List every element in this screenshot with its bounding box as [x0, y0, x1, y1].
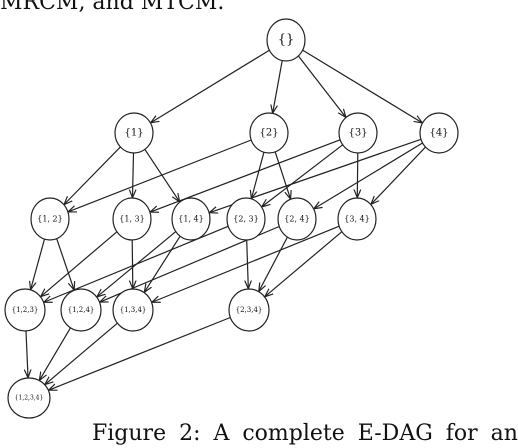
node-circle: [226, 197, 266, 241]
node-circle: [7, 377, 51, 419]
node-label: {1,3,4}: [120, 306, 147, 314]
edge-124-to-1234: [40, 327, 72, 380]
node-label: {1}: [124, 128, 143, 139]
node-14: {1, 4}: [171, 197, 211, 241]
node-label: {1,2,3,4}: [15, 395, 44, 402]
node-circle: [419, 112, 459, 154]
edge-34-to-234: [265, 231, 343, 297]
node-0: {}: [266, 18, 306, 62]
node-circle: [338, 112, 378, 154]
edge-1-to-12: [65, 146, 121, 204]
node-3: {3}: [338, 112, 378, 154]
node-134: {1,3,4}: [112, 288, 154, 332]
diagram-nodes: {} {1} {2} {3} {4} {1, 2} {1, 3} {1, 4} {2, 3} {2…: [4, 18, 459, 419]
node-label: {4}: [429, 128, 448, 139]
edge-0-to-3: [297, 55, 345, 117]
edge-234-to-1234: [49, 316, 231, 390]
node-label: {1, 3}: [119, 215, 144, 224]
node-circle: [228, 288, 270, 332]
node-circle: [60, 288, 102, 332]
edge-123-to-1234: [26, 330, 28, 377]
edge-0-to-1: [151, 49, 270, 122]
node-label: {1, 2}: [37, 215, 62, 224]
edge-34-to-134: [153, 225, 340, 302]
node-label: {2,3,4}: [236, 306, 263, 314]
edge-2-to-23: [252, 152, 265, 198]
node-label: {1, 4}: [178, 215, 203, 224]
edge-134-to-1234: [46, 322, 118, 384]
node-circle: [112, 197, 152, 241]
node-24: {2, 4}: [277, 197, 317, 241]
node-circle: [4, 288, 46, 332]
node-circle: [114, 112, 154, 154]
edge-4-to-34: [372, 146, 426, 204]
node-label: {1,2,4}: [68, 306, 95, 314]
edge-2-to-24: [274, 151, 290, 198]
e-dag-diagram: {} {1} {2} {3} {4} {1, 2} {1, 3} {1, 4} {2, 3} {2…: [4, 18, 459, 419]
node-label: {2}: [259, 128, 278, 139]
node-12: {1, 2}: [30, 197, 70, 241]
figure-caption-text: Figure 2: A complete E-DAG for an: [92, 421, 518, 446]
edge-2-to-12: [69, 139, 252, 212]
node-label: {3}: [348, 128, 367, 139]
node-label: {2, 3}: [233, 215, 258, 224]
node-circle: [112, 288, 154, 332]
edge-0-to-4: [302, 49, 422, 122]
node-label: {3, 4}: [344, 215, 369, 224]
edge-24-to-234: [259, 236, 288, 291]
node-123: {1,2,3}: [4, 288, 46, 332]
edge-4-to-24: [315, 142, 423, 208]
edge-1-to-13: [133, 152, 134, 197]
node-1: {1}: [114, 112, 154, 154]
node-circle: [30, 197, 70, 241]
edge-0-to-2: [273, 60, 283, 113]
edge-12-to-123: [31, 238, 46, 289]
node-23: {2, 3}: [226, 197, 266, 241]
node-circle: [249, 112, 289, 154]
edge-14-to-134: [145, 235, 181, 292]
preceding-text: MRCM, and MTCM.: [0, 0, 225, 15]
edge-3-to-34: [357, 152, 358, 197]
edge-3-to-23: [262, 144, 344, 207]
edge-13-to-123: [41, 231, 118, 296]
node-34: {3, 4}: [337, 197, 377, 241]
node-4: {4}: [419, 112, 459, 154]
figure-caption: Figure 2: A complete E-DAG for an: [0, 420, 518, 448]
node-2: {2}: [249, 112, 289, 154]
node-label: {2, 4}: [284, 215, 309, 224]
node-234: {2,3,4}: [228, 288, 270, 332]
node-circle: [337, 197, 377, 241]
node-circle: [277, 197, 317, 241]
preceding-text-fragment: MRCM, and MTCM.: [0, 0, 474, 16]
node-13: {1, 3}: [112, 197, 152, 241]
node-circle: [266, 18, 306, 62]
node-label: {1,2,3}: [12, 306, 39, 314]
node-circle: [171, 197, 211, 241]
node-1234: {1,2,3,4}: [7, 377, 51, 419]
edge-12-to-124: [56, 238, 74, 290]
node-label: {}: [278, 33, 295, 48]
node-124: {1,2,4}: [60, 288, 102, 332]
edge-13-to-134: [132, 239, 133, 288]
